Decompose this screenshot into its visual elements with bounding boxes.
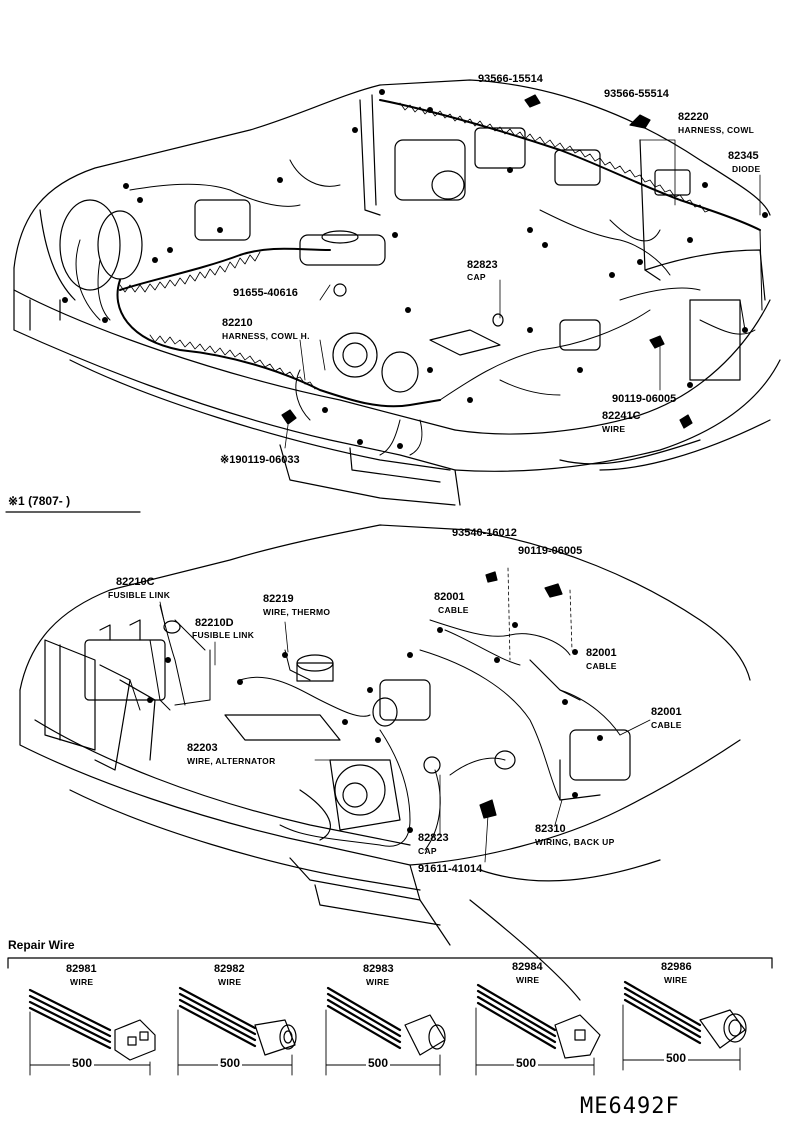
part-82210[interactable]: 82210 — [222, 317, 253, 329]
top-fasteners — [281, 94, 693, 429]
length-82982: 500 — [218, 1056, 243, 1070]
part-82984-desc: WIRE — [516, 975, 540, 985]
part-82220[interactable]: 82220 — [678, 111, 709, 123]
part-82210c-desc: FUSIBLE LINK — [108, 590, 171, 600]
part-82823-bottom[interactable]: 82823 — [418, 832, 449, 844]
repair-wire-1 — [28, 988, 156, 1076]
part-91655-40616[interactable]: 91655-40616 — [233, 287, 298, 299]
top-leaders — [284, 139, 761, 449]
repair-wire-3 — [325, 986, 446, 1076]
diagram-code: ME6492F — [580, 1094, 680, 1119]
part-82241c-desc: WIRE — [602, 424, 626, 434]
repair-wire-title: Repair Wire — [8, 938, 75, 952]
bottom-leaders-solid — [159, 601, 651, 863]
top-harness-main — [116, 99, 761, 408]
part-82210-desc: HARNESS, COWL H. — [222, 331, 310, 341]
part-82210c[interactable]: 82210C — [116, 576, 155, 588]
part-82983[interactable]: 82983 — [363, 963, 394, 975]
part-91611-41014[interactable]: 91611-41014 — [418, 863, 483, 875]
repair-wire-bracket — [7, 957, 773, 969]
part-82220-desc: HARNESS, COWL — [678, 125, 755, 135]
part-82986[interactable]: 82986 — [661, 961, 692, 973]
repair-wire-2 — [177, 986, 297, 1076]
length-82986: 500 — [664, 1051, 689, 1065]
part-93566-55514[interactable]: 93566-55514 — [604, 88, 669, 100]
length-82981: 500 — [70, 1056, 95, 1070]
part-82823-top-desc: CAP — [467, 272, 486, 282]
part-82823-top[interactable]: 82823 — [467, 259, 498, 271]
part-82203[interactable]: 82203 — [187, 742, 218, 754]
length-82983: 500 — [366, 1056, 391, 1070]
bottom-wires — [129, 604, 621, 851]
part-82210d[interactable]: 82210D — [195, 617, 234, 629]
part-82984[interactable]: 82984 — [512, 961, 543, 973]
part-82986-desc: WIRE — [664, 975, 688, 985]
part-82203-desc: WIRE, ALTERNATOR — [187, 756, 276, 766]
part-82982-desc: WIRE — [218, 977, 242, 987]
part-82001-c[interactable]: 82001 — [651, 706, 682, 718]
part-82219-desc: WIRE, THERMO — [263, 607, 331, 617]
bottom-leaders — [507, 567, 573, 661]
part-82345-desc: DIODE — [732, 164, 761, 174]
length-82984: 500 — [514, 1056, 539, 1070]
part-82001-a[interactable]: 82001 — [434, 591, 465, 603]
part-82823-bottom-desc: CAP — [418, 846, 437, 856]
note-serial-range: ※1 (7807- ) — [8, 494, 71, 508]
top-harness-coil — [119, 102, 711, 390]
part-82210d-desc: FUSIBLE LINK — [192, 630, 255, 640]
part-82219[interactable]: 82219 — [263, 593, 294, 605]
top-car-body — [13, 79, 781, 506]
repair-wire-4 — [475, 983, 601, 1076]
part-93540-16012[interactable]: 93540-16012 — [452, 527, 517, 539]
bottom-connectors — [147, 622, 603, 833]
part-90119-06033[interactable]: ※190119-06033 — [220, 454, 300, 466]
part-82001-c-desc: CABLE — [651, 720, 682, 730]
part-93566-15514[interactable]: 93566-15514 — [478, 73, 543, 85]
part-82001-b[interactable]: 82001 — [586, 647, 617, 659]
part-82310[interactable]: 82310 — [535, 823, 566, 835]
part-82241c[interactable]: 82241C — [602, 410, 641, 422]
part-82310-desc: WIRING, BACK UP — [535, 837, 615, 847]
repair-wire-5 — [622, 980, 747, 1071]
top-wires — [75, 159, 763, 456]
part-82001-b-desc: CABLE — [586, 661, 617, 671]
part-82001-a-desc: CABLE — [438, 605, 469, 615]
part-82983-desc: WIRE — [366, 977, 390, 987]
part-90119-06005-top[interactable]: 90119-06005 — [612, 393, 677, 405]
part-82981-desc: WIRE — [70, 977, 94, 987]
part-82982[interactable]: 82982 — [214, 963, 245, 975]
part-90119-06005-bottom[interactable]: 90119-06005 — [518, 545, 583, 557]
part-82345[interactable]: 82345 — [728, 150, 759, 162]
top-connectors — [62, 89, 768, 449]
part-82981[interactable]: 82981 — [66, 963, 97, 975]
bottom-fasteners — [163, 571, 563, 819]
bottom-car-body — [19, 524, 751, 1001]
